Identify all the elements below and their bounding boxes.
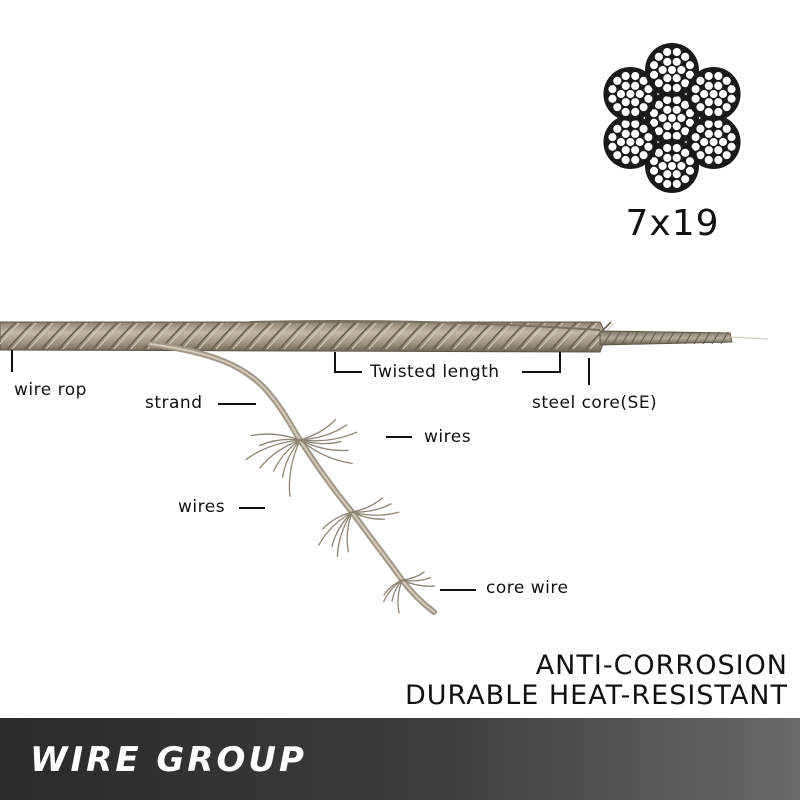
cross-section-7x19-icon [603, 43, 741, 193]
core-wire-dash [440, 589, 476, 591]
wires-lower-dash [239, 507, 265, 509]
wire-rope [0, 320, 769, 353]
label-wires-upper: wires [424, 427, 472, 447]
rope-spec-label: 7x19 [625, 203, 720, 244]
core-twists [603, 331, 729, 345]
leader-twisted-left [334, 352, 362, 373]
leader-twisted-right [522, 352, 561, 373]
feature-line-2: DURABLE HEAT-RESISTANT [404, 680, 788, 711]
core-tip-wire [729, 336, 769, 340]
label-strand: strand [145, 393, 203, 413]
strand-dash [218, 403, 256, 405]
label-steel-core: steel core(SE) [532, 393, 658, 413]
brand-name: WIRE GROUP [30, 740, 307, 780]
label-core-wire: core wire [486, 578, 569, 598]
feature-line-1: ANTI-CORROSION [535, 650, 788, 681]
wires-upper-dash [386, 436, 412, 438]
label-wire-rope: wire rop [14, 380, 87, 400]
separated-strand [147, 341, 437, 615]
footer-banner: WIRE GROUP [0, 718, 800, 800]
frayed-wires [245, 418, 436, 614]
leader-lines [11, 350, 590, 385]
rope-strand-twists [0, 321, 615, 351]
label-wires-lower: wires [178, 497, 226, 517]
label-twisted-length: Twisted length [370, 362, 500, 382]
